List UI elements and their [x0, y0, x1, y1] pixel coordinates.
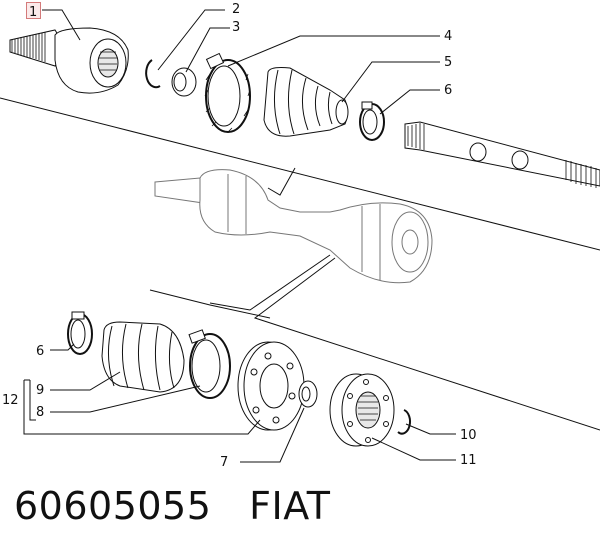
callout-6-left: 6 — [36, 344, 44, 359]
callout-9: 9 — [36, 383, 44, 398]
small-clamp-band-left — [67, 311, 93, 355]
assembled-driveshaft — [154, 169, 433, 284]
circlip — [145, 59, 161, 89]
part-caption: 60605055 FIAT — [14, 484, 331, 528]
callout-4: 4 — [444, 29, 452, 44]
brand-name: FIAT — [249, 484, 331, 528]
callout-5: 5 — [444, 55, 452, 70]
callout-11: 11 — [460, 453, 477, 468]
section-divider-lines — [0, 97, 600, 431]
inner-large-clamp-band — [188, 329, 231, 399]
callout-2: 2 — [232, 2, 240, 17]
joint-flange — [237, 341, 305, 431]
outer-cv-joint — [9, 27, 129, 94]
cv-boot — [263, 67, 349, 137]
inner-joint-hub — [329, 373, 395, 447]
callout-10: 10 — [460, 428, 477, 443]
inner-cv-boot — [101, 321, 185, 393]
spacer-ring — [171, 67, 197, 97]
washer — [298, 380, 318, 408]
highlighted-callout-box — [26, 2, 41, 19]
inner-circlip — [397, 409, 412, 435]
callout-1: 1 — [29, 5, 37, 20]
callout-12: 12 — [2, 393, 19, 408]
leader-lines — [23, 9, 456, 463]
drive-shaft — [404, 121, 600, 188]
callout-numbers: 1 2 3 4 5 6 6 9 12 8 7 10 11 — [2, 2, 477, 470]
callout-7: 7 — [220, 455, 228, 470]
callout-3: 3 — [232, 20, 240, 35]
callout-6-top: 6 — [444, 83, 452, 98]
large-clamp-band — [204, 52, 251, 133]
part-number: 60605055 — [14, 484, 212, 528]
callout-8: 8 — [36, 405, 44, 420]
small-clamp-band-top — [359, 101, 385, 141]
